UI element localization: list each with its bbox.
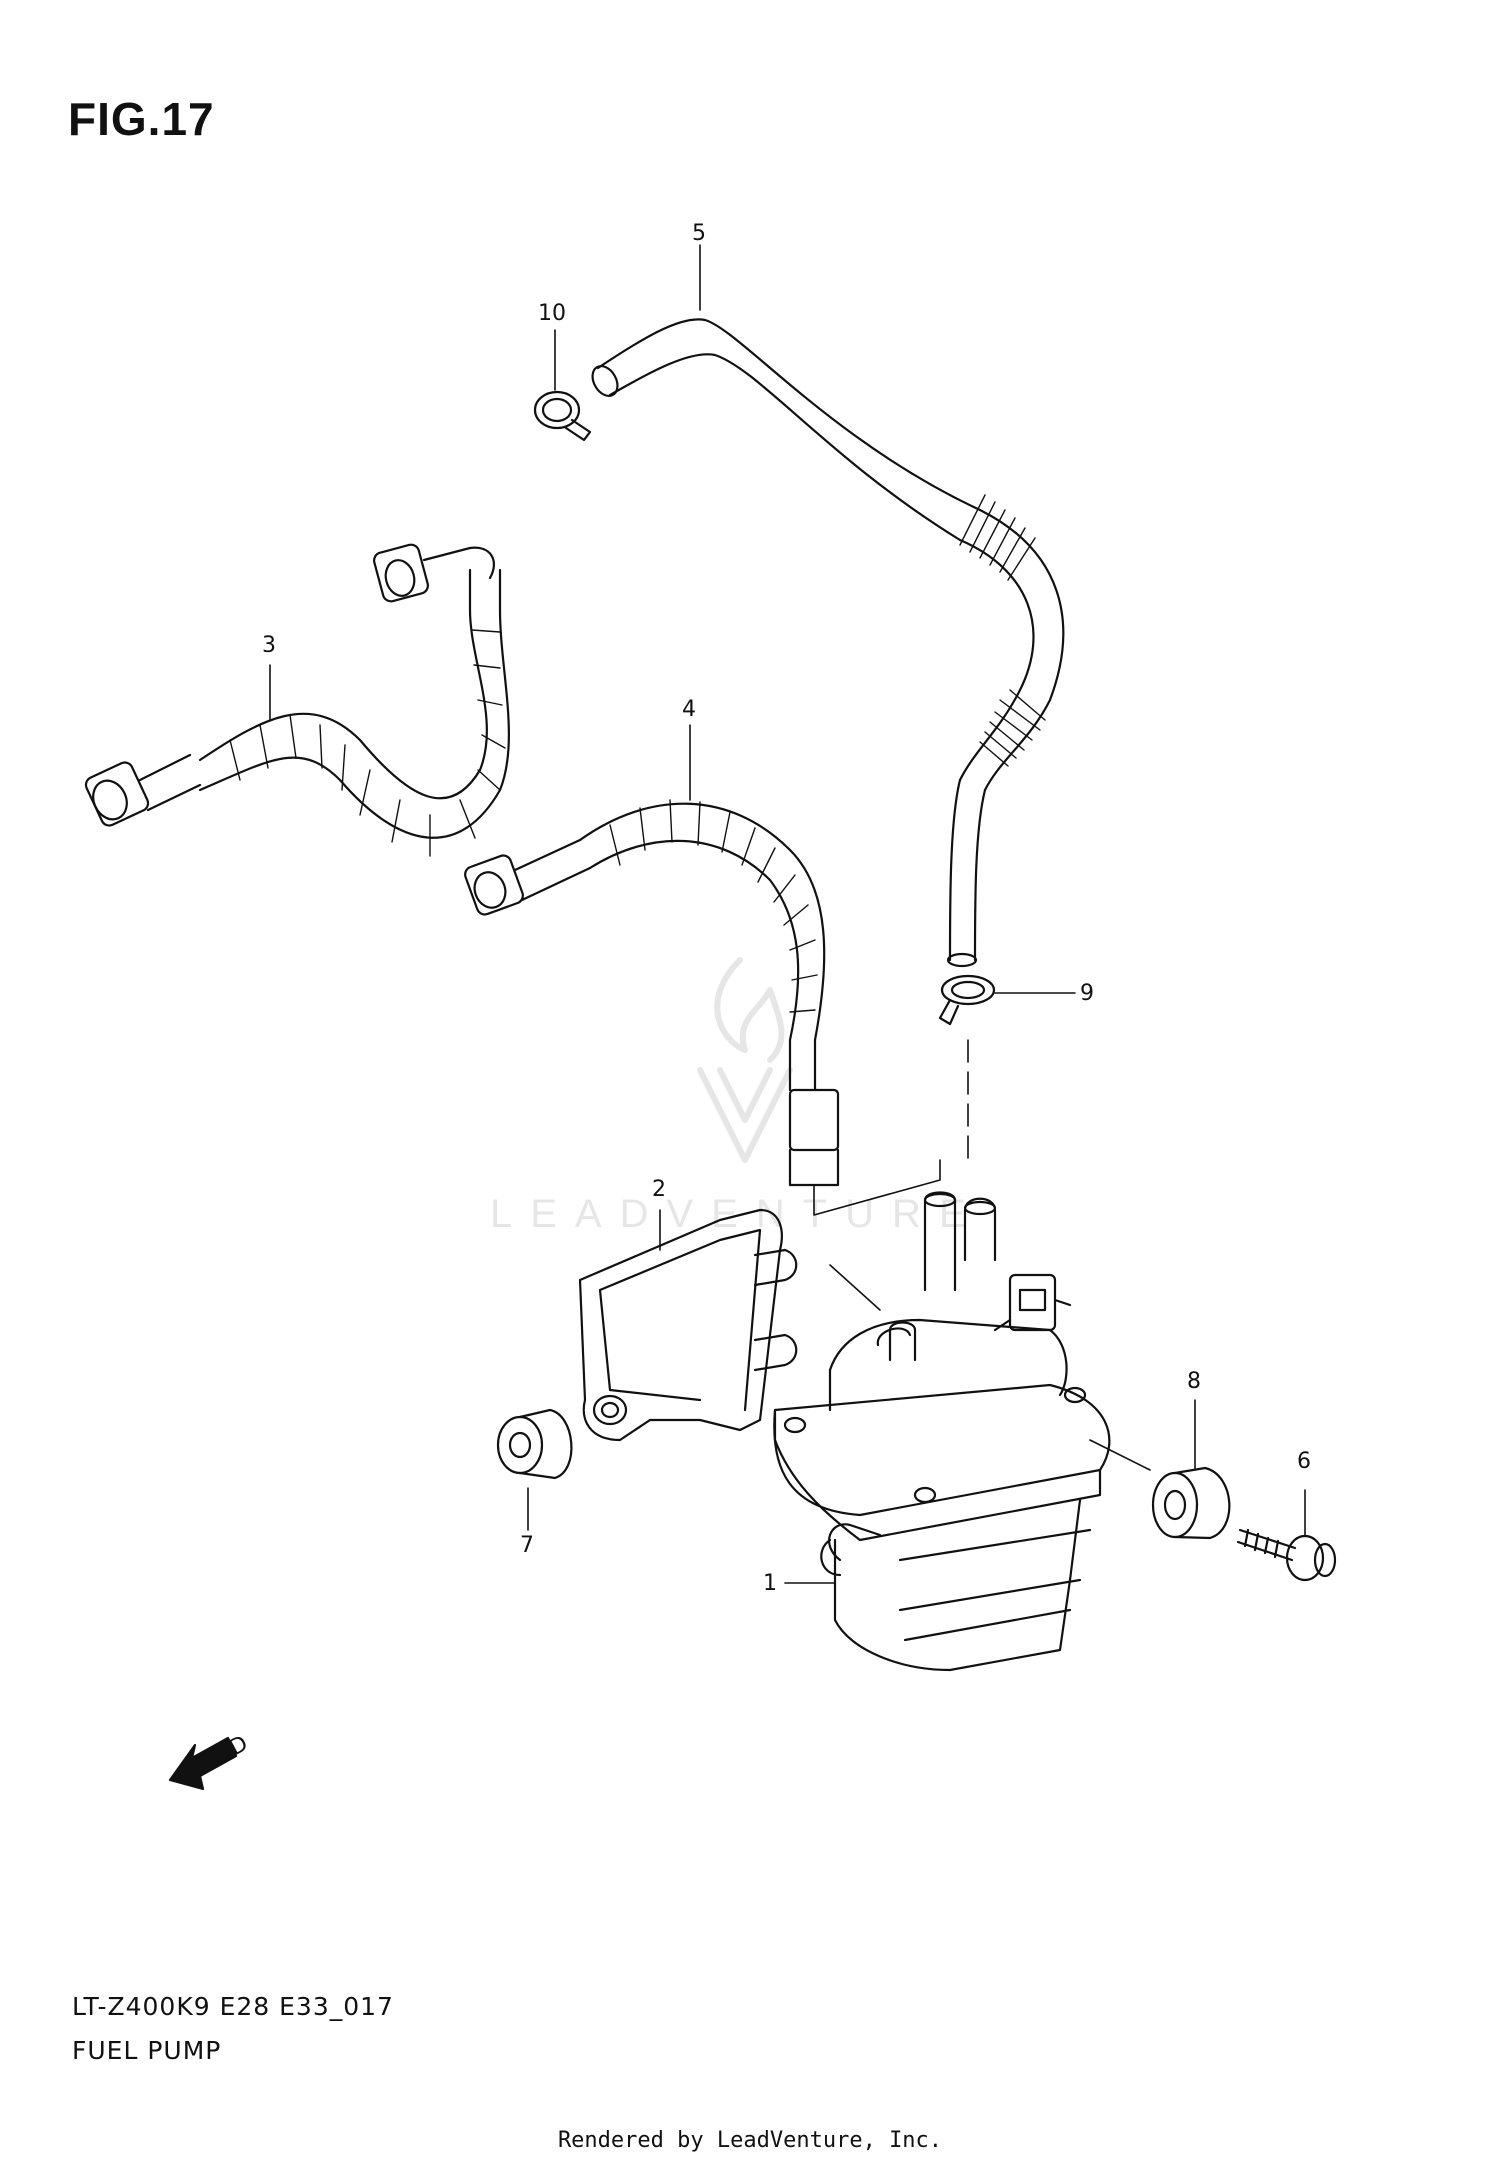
callout-numbers: 1 2 3 4 5 6 7 8 9 10 — [262, 221, 1311, 1596]
model-code: LT-Z400K9 E28 E33_017 — [72, 1992, 394, 2021]
callout-leaders — [269, 244, 1306, 1584]
part-4-fuel-hose[interactable] — [463, 799, 840, 1187]
callout-7[interactable]: 7 — [520, 1533, 534, 1558]
callout-2[interactable]: 2 — [652, 1177, 666, 1202]
part-9-hose-clamp[interactable] — [938, 974, 996, 1026]
part-8-grommet[interactable] — [1151, 1466, 1231, 1540]
section-name: FUEL PUMP — [72, 2036, 222, 2065]
part-2-bracket[interactable] — [578, 1208, 798, 1442]
watermark-logo — [697, 957, 793, 1163]
part-10-hose-clamp[interactable] — [533, 390, 592, 442]
callout-8[interactable]: 8 — [1187, 1369, 1201, 1394]
part-3-fuel-hose[interactable] — [83, 543, 510, 857]
part-1-fuel-pump[interactable] — [773, 1191, 1111, 1672]
fwd-arrow: FWD — [168, 1731, 252, 1791]
watermark-text: LEADVENTURE — [490, 1192, 984, 1236]
callout-10[interactable]: 10 — [538, 301, 566, 326]
figure-title: FIG.17 — [68, 93, 215, 145]
callout-4[interactable]: 4 — [682, 697, 696, 722]
part-5-fuel-hose[interactable] — [587, 318, 1065, 968]
callout-5[interactable]: 5 — [692, 221, 706, 246]
callout-6[interactable]: 6 — [1297, 1449, 1311, 1474]
part-7-grommet[interactable] — [496, 1408, 573, 1480]
callout-9[interactable]: 9 — [1080, 981, 1094, 1006]
part-6-bolt[interactable] — [1236, 1528, 1337, 1582]
callout-1[interactable]: 1 — [763, 1571, 777, 1596]
fwd-arrow-label: FWD — [195, 1731, 252, 1777]
callout-3[interactable]: 3 — [262, 633, 276, 658]
assembly-leader-lines — [813, 1039, 1151, 1471]
rendered-by-credit: Rendered by LeadVenture, Inc. — [557, 2128, 943, 2153]
